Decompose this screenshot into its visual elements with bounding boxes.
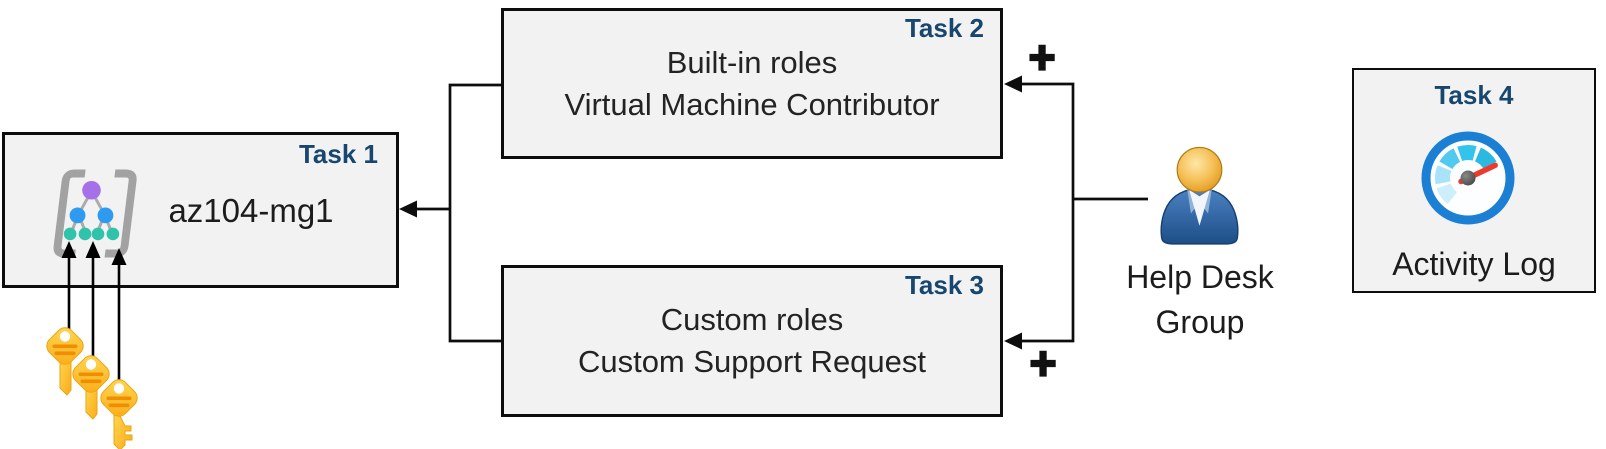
task2-text: Built-in roles Virtual Machine Contribut… (504, 42, 1000, 126)
help-desk-group-line1: Help Desk (1126, 259, 1274, 295)
management-group-name: az104-mg1 (168, 192, 334, 229)
task4-label: Task 4 (1434, 80, 1514, 110)
activity-log-caption: Activity Log (1392, 246, 1556, 282)
help-desk-group-label: Help Desk Group (1115, 255, 1285, 345)
task1-box: Task 1 az104-mg1 (2, 132, 399, 288)
help-desk-group-line2: Group (1155, 304, 1245, 340)
task3-line2: Custom Support Request (577, 344, 927, 379)
arrowhead-into-task1 (399, 200, 417, 218)
key-icon (46, 327, 84, 396)
task1-label: Task 1 (298, 139, 378, 169)
task3-label: Task 3 (904, 270, 984, 300)
arrowhead-into-task2 (1004, 75, 1022, 93)
task2-line1: Built-in roles (666, 44, 838, 80)
person-icon (1160, 146, 1239, 245)
key-icon (100, 379, 138, 449)
task2-line2: Virtual Machine Contributor (564, 86, 940, 122)
task2-box: Task 2 Built-in roles Virtual Machine Co… (501, 8, 1003, 159)
task3-box: Task 3 Custom roles Custom Support Reque… (501, 265, 1003, 417)
arrowhead-into-task3 (1004, 332, 1022, 350)
plus-icon-task2: + (1027, 31, 1056, 83)
task3-line1: Custom roles (660, 302, 844, 337)
connector-roles-to-mg (414, 83, 501, 343)
task4-box: Task 4 Activity Log (1352, 68, 1596, 293)
access-keys-icon (46, 327, 138, 449)
plus-icon-task3: + (1028, 337, 1057, 389)
task3-text: Custom roles Custom Support Request (504, 299, 1000, 383)
key-icon (72, 355, 110, 420)
task2-label: Task 2 (904, 13, 984, 43)
